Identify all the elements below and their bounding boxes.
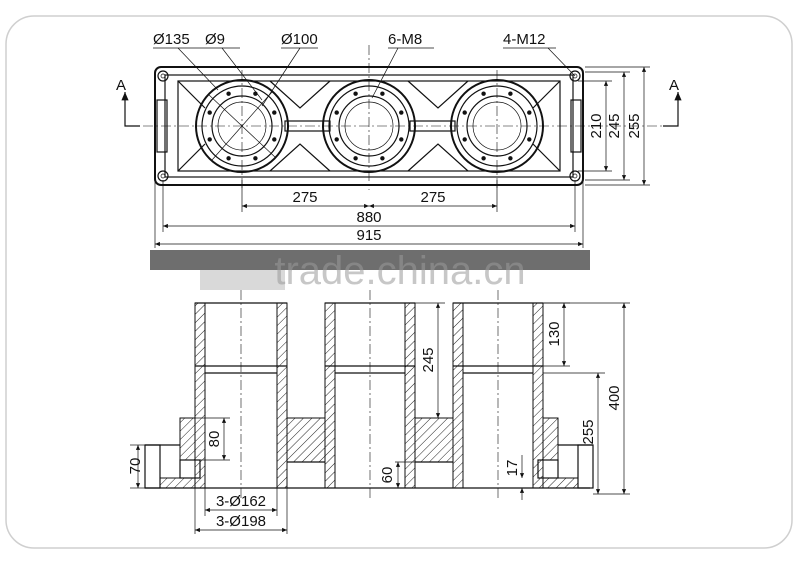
bolt-hole — [481, 156, 486, 161]
section-label-right: A — [669, 77, 679, 94]
bolt-hole — [334, 137, 339, 142]
corner-bolt-holes — [157, 70, 581, 182]
dim-pitch-left: 275 — [292, 189, 317, 206]
label-d100: Ø100 — [281, 31, 318, 48]
dim-400: 400 — [606, 385, 623, 410]
leader-labels: Ø135 Ø9 Ø100 6-M8 4-M12 — [153, 31, 576, 107]
dim-side-255: 255 — [580, 419, 597, 444]
dim-pitch-right: 275 — [420, 189, 445, 206]
bolt-hole — [481, 91, 486, 96]
dim-80: 80 — [206, 431, 223, 448]
bolt-hole — [253, 156, 258, 161]
dim-245: 245 — [606, 113, 623, 138]
bolt-hole — [527, 137, 532, 142]
bolt-hole — [207, 110, 212, 115]
bolt-hole — [508, 91, 513, 96]
bolt-hole — [508, 156, 513, 161]
bolt-hole — [272, 110, 277, 115]
side-view: 130 245 400 255 80 70 — [127, 290, 630, 534]
bolt-hole — [462, 137, 467, 142]
side-dimensions: 130 245 400 255 80 70 — [127, 302, 630, 534]
bolt-hole — [334, 110, 339, 115]
label-d135: Ø135 — [153, 31, 190, 48]
section-label-left: A — [116, 77, 126, 94]
bolt-hole — [380, 91, 385, 96]
bolt-hole — [353, 156, 358, 161]
watermark-text: trade.china.cn — [274, 249, 525, 293]
bolt-hole — [399, 110, 404, 115]
bolt-hole — [226, 91, 231, 96]
dim-3-d198: 3-Ø198 — [216, 513, 266, 530]
top-view: A A Ø135 Ø9 Ø100 6-M8 4-M12 — [116, 31, 682, 248]
dim-210: 210 — [588, 113, 605, 138]
bolt-hole — [527, 110, 532, 115]
dim-60: 60 — [379, 467, 396, 484]
bolt-hole — [353, 91, 358, 96]
dim-17: 17 — [504, 460, 521, 477]
dim-255: 255 — [626, 113, 643, 138]
section-marker-left: A — [116, 77, 140, 127]
dim-3-d162: 3-Ø162 — [216, 493, 266, 510]
top-dimensions: 275 275 880 915 210 245 255 — [154, 66, 650, 248]
bolt-hole — [462, 110, 467, 115]
section-marker-right: A — [663, 77, 682, 127]
bolt-hole — [207, 137, 212, 142]
dim-915: 915 — [356, 227, 381, 244]
watermark: trade.china.cn — [150, 249, 590, 293]
dim-70: 70 — [127, 458, 144, 475]
bolt-hole — [380, 156, 385, 161]
bolt-hole — [399, 137, 404, 142]
ribs — [177, 80, 561, 172]
hatched-sections — [159, 302, 579, 489]
bolt-hole — [226, 156, 231, 161]
dim-130: 130 — [546, 321, 563, 346]
dim-880: 880 — [356, 209, 381, 226]
bolt-hole — [272, 137, 277, 142]
label-6-m8: 6-M8 — [388, 31, 422, 48]
dim-side-245: 245 — [420, 347, 437, 372]
label-4-m12: 4-M12 — [503, 31, 546, 48]
label-d9: Ø9 — [205, 31, 225, 48]
m8-bolt-holes — [207, 91, 532, 161]
drawing-frame — [5, 15, 793, 549]
